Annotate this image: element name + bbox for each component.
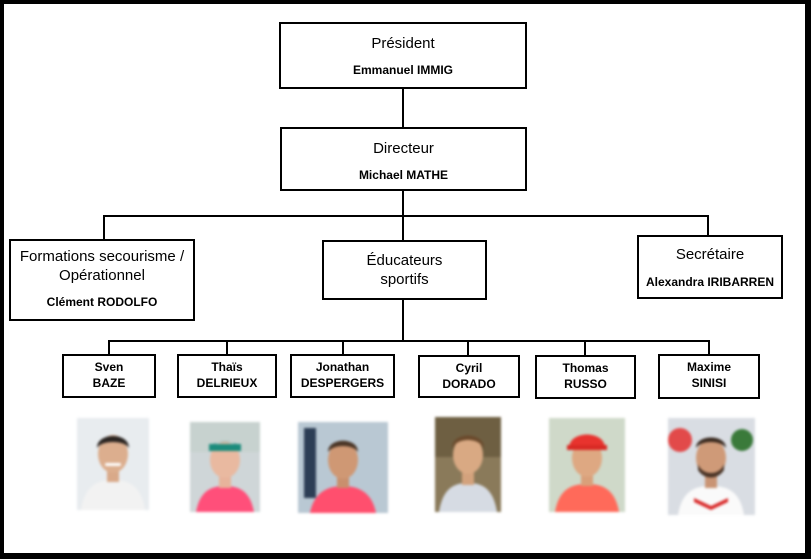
connector-branch-horizontal bbox=[103, 215, 709, 217]
staff-last-name: DESPERGERS bbox=[300, 376, 385, 390]
directeur-name: Michael MATHE bbox=[358, 168, 449, 182]
staff-first-name: Maxime bbox=[686, 360, 732, 374]
portrait-photo-icon bbox=[549, 418, 625, 512]
staff-last-name: RUSSO bbox=[564, 377, 607, 391]
secretaire-name: Alexandra IRIBARREN bbox=[645, 275, 775, 289]
directeur-role: Directeur bbox=[373, 140, 434, 157]
staff-box-3: Jonathan DESPERGERS bbox=[290, 354, 395, 398]
staff-box-1: Sven BAZE bbox=[62, 354, 156, 398]
connector-to-educateurs bbox=[402, 215, 404, 241]
president-name: Emmanuel IMMIG bbox=[352, 63, 453, 77]
connector-to-secretaire bbox=[707, 215, 709, 236]
staff-box-2: Thaïs DELRIEUX bbox=[177, 354, 277, 398]
staff-box-5: Thomas RUSSO bbox=[535, 355, 636, 399]
portrait-photo-icon bbox=[435, 417, 501, 512]
portrait-photo-icon bbox=[668, 418, 755, 515]
staff-last-name: DORADO bbox=[442, 377, 496, 391]
portrait-photo-icon bbox=[190, 422, 260, 512]
president-role: Président bbox=[371, 35, 435, 52]
org-chart: Président Emmanuel IMMIG Directeur Micha… bbox=[4, 4, 805, 553]
staff-last-name: DELRIEUX bbox=[196, 376, 258, 390]
portrait-photo-icon bbox=[298, 422, 388, 513]
formations-box: Formations secourisme / Opérationnel Clé… bbox=[9, 239, 195, 321]
connector-staff-4 bbox=[467, 340, 469, 355]
connector-staff-2 bbox=[226, 340, 228, 355]
formations-name: Clément RODOLFO bbox=[46, 295, 158, 309]
staff-first-name: Thaïs bbox=[211, 360, 243, 374]
portrait-photo-icon bbox=[668, 418, 755, 515]
president-box: Président Emmanuel IMMIG bbox=[279, 22, 527, 89]
connector-staff-horizontal bbox=[108, 340, 710, 342]
connector-educateurs-staff bbox=[402, 299, 404, 341]
portrait-photo-icon bbox=[190, 422, 260, 512]
staff-box-4: Cyril DORADO bbox=[418, 355, 520, 398]
formations-role-line1: Formations secourisme / bbox=[19, 248, 185, 265]
secretaire-box: Secrétaire Alexandra IRIBARREN bbox=[637, 235, 783, 299]
connector-directeur-branch bbox=[402, 190, 404, 216]
portrait-photo-icon bbox=[435, 417, 501, 512]
staff-last-name: SINISI bbox=[691, 376, 727, 390]
connector-staff-1 bbox=[108, 340, 110, 355]
portrait-photo-icon bbox=[77, 418, 149, 510]
staff-last-name: BAZE bbox=[92, 376, 126, 390]
staff-first-name: Cyril bbox=[455, 361, 483, 375]
connector-staff-5 bbox=[584, 340, 586, 355]
staff-first-name: Jonathan bbox=[315, 360, 370, 374]
portrait-photo-icon bbox=[549, 418, 625, 512]
connector-to-formations bbox=[103, 215, 105, 240]
educateurs-role-line2: sportifs bbox=[380, 271, 429, 288]
educateurs-role-line1: Éducateurs bbox=[366, 252, 443, 269]
connector-president-directeur bbox=[402, 88, 404, 129]
portrait-photo-icon bbox=[298, 422, 388, 513]
educateurs-box: Éducateurs sportifs bbox=[322, 240, 487, 300]
directeur-box: Directeur Michael MATHE bbox=[280, 127, 527, 191]
secretaire-role: Secrétaire bbox=[675, 246, 745, 263]
connector-staff-3 bbox=[342, 340, 344, 355]
staff-box-6: Maxime SINISI bbox=[658, 354, 760, 399]
staff-first-name: Thomas bbox=[562, 361, 609, 375]
connector-staff-6 bbox=[708, 340, 710, 355]
portrait-photo-icon bbox=[77, 418, 149, 510]
formations-role-line2: Opérationnel bbox=[59, 267, 145, 284]
staff-first-name: Sven bbox=[94, 360, 124, 374]
